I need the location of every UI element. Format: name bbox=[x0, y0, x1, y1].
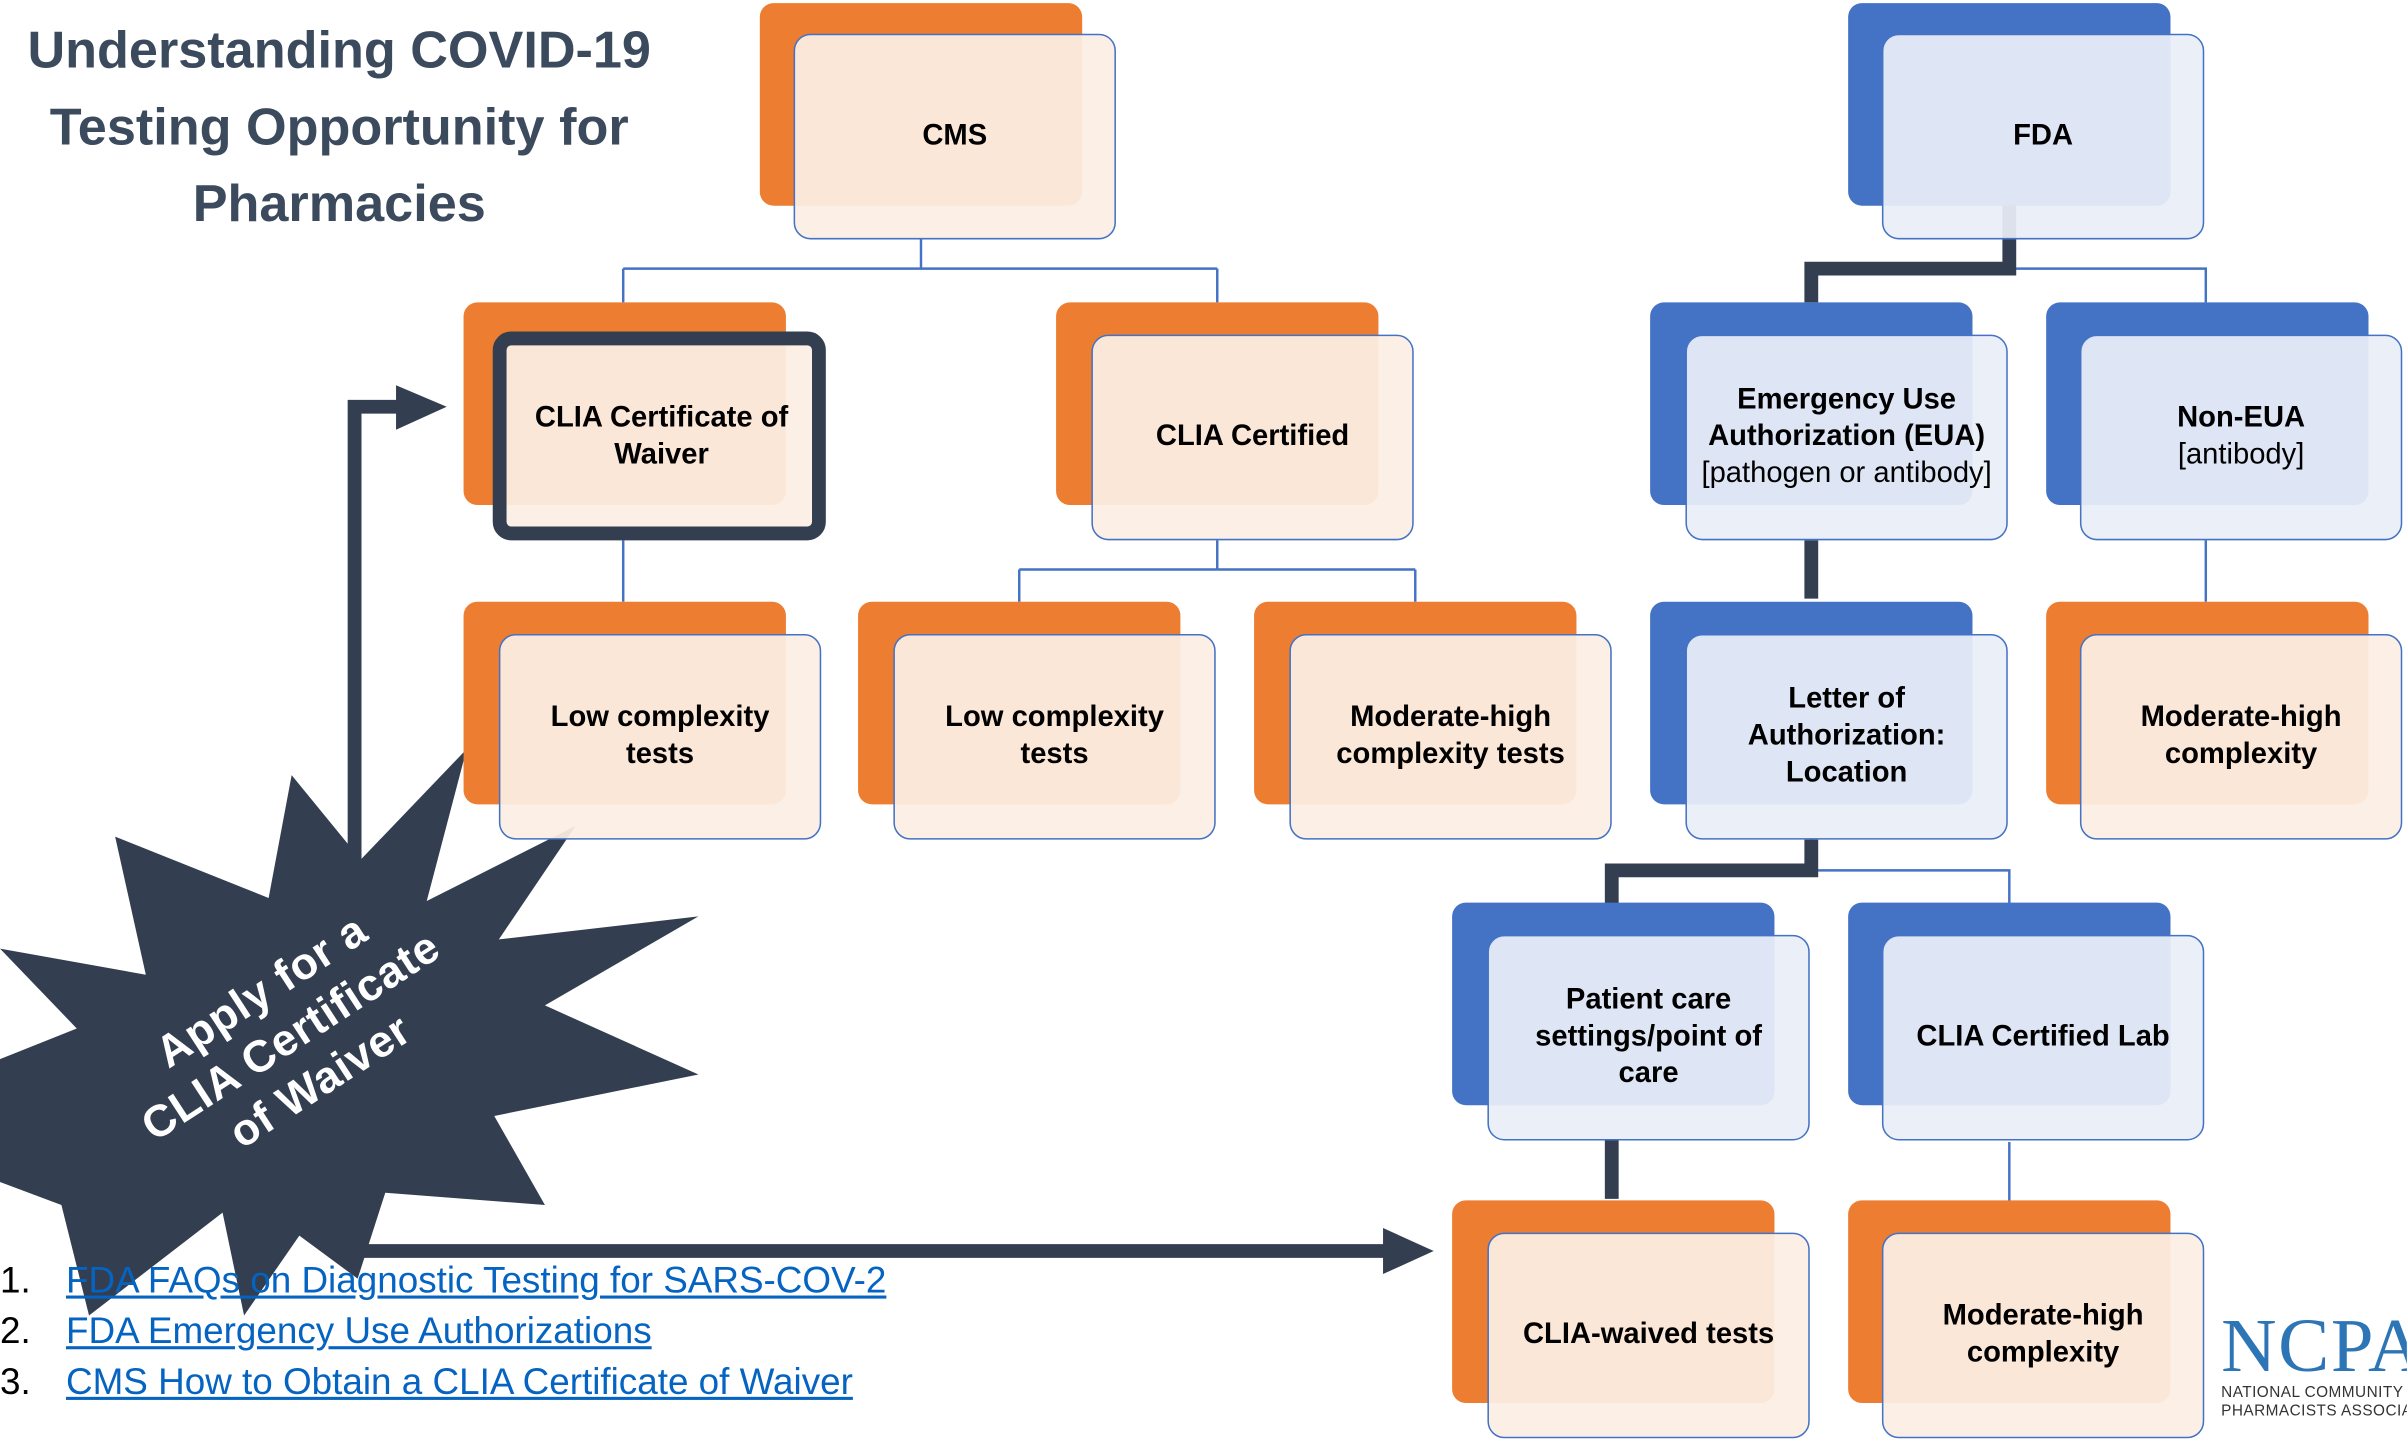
node-clia-waiver-label: CLIA Certificate of Waiver bbox=[534, 402, 789, 472]
reference-number: 2. bbox=[0, 1310, 31, 1353]
node-eua-label: Emergency Use Authorization (EUA) bbox=[1708, 383, 1986, 453]
node-cms: CMS bbox=[793, 33, 1116, 240]
arrow-up-head bbox=[396, 385, 447, 430]
callout-starburst bbox=[0, 749, 699, 1316]
node-fda: FDA bbox=[1881, 33, 2205, 240]
node-letter-auth-label: Letter of Authorization: Location bbox=[1747, 683, 1946, 789]
connector-letter-lab bbox=[1810, 839, 2011, 905]
node-non-eua-label: Non-EUA bbox=[2177, 402, 2306, 435]
connector-cms-children bbox=[621, 239, 1219, 303]
reference-item: 3. CMS How to Obtain a CLIA Certificate … bbox=[0, 1357, 886, 1408]
title-line-3: Pharmacies bbox=[192, 174, 486, 234]
node-clia-certified: CLIA Certified bbox=[1091, 334, 1414, 541]
reference-item: 2. FDA Emergency Use Authorizations bbox=[0, 1306, 886, 1357]
reference-item: 1. FDA FAQs on Diagnostic Testing for SA… bbox=[0, 1256, 886, 1307]
node-fda-label: FDA bbox=[2013, 119, 2074, 152]
node-clia-certified-label: CLIA Certified bbox=[1155, 420, 1350, 453]
node-moderate-high-fda: Moderate-high complexity bbox=[2079, 633, 2403, 840]
reference-number: 1. bbox=[0, 1260, 31, 1302]
ncpa-logo: NCPA NATIONAL COMMUNITY PHARMACISTS ASSO… bbox=[2221, 1305, 2407, 1440]
node-non-eua-sublabel: [antibody] bbox=[2177, 439, 2305, 472]
node-low-complexity-2: Low complexity tests bbox=[893, 633, 1216, 840]
connector-fda-non-eua bbox=[2008, 239, 2208, 303]
title-line-2: Testing Opportunity for bbox=[49, 98, 629, 157]
ncpa-logo-line-1: NATIONAL COMMUNITY bbox=[2221, 1384, 2404, 1402]
node-patient-care: Patient care settings/point of care bbox=[1487, 934, 1810, 1141]
reference-list: 1. FDA FAQs on Diagnostic Testing for SA… bbox=[0, 1256, 886, 1408]
ncpa-logo-wordmark: NCPA bbox=[2221, 1304, 2407, 1388]
node-moderate-high-tests: Moderate-high complexity tests bbox=[1289, 633, 1612, 840]
node-patient-care-label: Patient care settings/point of care bbox=[1535, 983, 1762, 1090]
node-clia-waiver: CLIA Certificate of Waiver bbox=[500, 334, 823, 541]
node-eua: Emergency Use Authorization (EUA) [patho… bbox=[1685, 334, 2008, 541]
node-eua-sublabel: [pathogen or antibody] bbox=[1701, 457, 1992, 490]
node-non-eua: Non-EUA [antibody] bbox=[2079, 334, 2403, 541]
node-moderate-high-fda-label: Moderate-high complexity bbox=[2140, 701, 2342, 771]
node-clia-waived-tests: CLIA-waived tests bbox=[1487, 1232, 1810, 1439]
node-low-complexity-2-label: Low complexity tests bbox=[945, 701, 1164, 771]
node-letter-auth: Letter of Authorization: Location bbox=[1685, 633, 2008, 840]
arrow-up-shaft bbox=[347, 399, 403, 860]
node-low-complexity-1: Low complexity tests bbox=[498, 633, 822, 840]
node-clia-certified-lab: CLIA Certified Lab bbox=[1881, 934, 2205, 1141]
node-low-complexity-1-label: Low complexity tests bbox=[550, 701, 770, 771]
reference-link-fda-eua[interactable]: FDA Emergency Use Authorizations bbox=[66, 1310, 652, 1353]
arrow-right-head bbox=[1383, 1228, 1434, 1275]
node-moderate-high-lab: Moderate-high complexity bbox=[1881, 1232, 2205, 1439]
node-clia-waived-tests-label: CLIA-waived tests bbox=[1522, 1318, 1775, 1351]
node-moderate-high-lab-label: Moderate-high complexity bbox=[1942, 1300, 2144, 1370]
highlight-path-letter-patient bbox=[1604, 839, 1819, 905]
connector-certified-children bbox=[1018, 540, 1417, 602]
node-cms-label: CMS bbox=[922, 119, 988, 152]
reference-number: 3. bbox=[0, 1361, 31, 1403]
title-line-1: Understanding COVID-19 bbox=[27, 21, 651, 80]
reference-link-cms-waiver[interactable]: CMS How to Obtain a CLIA Certificate of … bbox=[66, 1361, 853, 1403]
ncpa-logo-line-2: PHARMACISTS ASSOCIATION bbox=[2221, 1402, 2407, 1420]
reference-link-fda-faqs[interactable]: FDA FAQs on Diagnostic Testing for SARS-… bbox=[66, 1260, 887, 1302]
node-clia-certified-lab-label: CLIA Certified Lab bbox=[1916, 1020, 2170, 1054]
page-title: Understanding COVID-19 Testing Opportuni… bbox=[0, 12, 678, 242]
node-moderate-high-tests-label: Moderate-high complexity tests bbox=[1336, 701, 1565, 771]
clia-waiver-highlight-frame bbox=[492, 331, 826, 541]
